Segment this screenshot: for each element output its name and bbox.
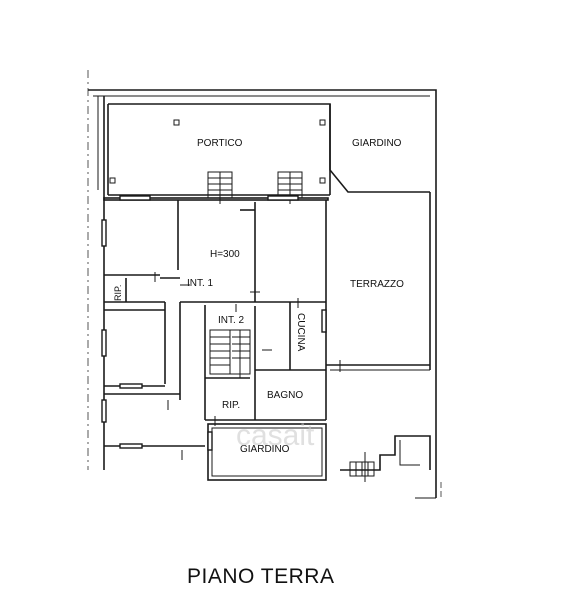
label-portico: PORTICO: [197, 138, 243, 149]
label-bagno: BAGNO: [267, 390, 303, 401]
label-rip-bottom: RIP.: [222, 400, 240, 411]
label-cucina: CUCINA: [295, 313, 306, 352]
steps-left: [207, 171, 233, 204]
terrazzo-area: [326, 192, 431, 371]
door-ticks: [154, 272, 341, 460]
label-rip-left: RIP.: [113, 285, 123, 301]
watermark: casait: [236, 419, 315, 452]
label-h300: H=300: [210, 249, 240, 260]
internal-stairs: [209, 329, 251, 378]
lower-giardino-box: [207, 423, 327, 481]
label-giardino-bottom: GIARDINO: [240, 444, 290, 455]
label-giardino-top: GIARDINO: [352, 138, 402, 149]
steps-right: [277, 171, 303, 204]
window-markers: [101, 195, 327, 451]
building-walls: [103, 197, 329, 447]
giardino-top-area: [329, 104, 430, 193]
plan-title: PIANO TERRA: [187, 565, 334, 588]
portico-area: [107, 103, 331, 196]
label-int2: INT. 2: [218, 315, 245, 326]
label-int1: INT. 1: [187, 278, 214, 289]
label-terrazzo: TERRAZZO: [350, 279, 404, 290]
lower-right-entrance: [340, 435, 431, 482]
